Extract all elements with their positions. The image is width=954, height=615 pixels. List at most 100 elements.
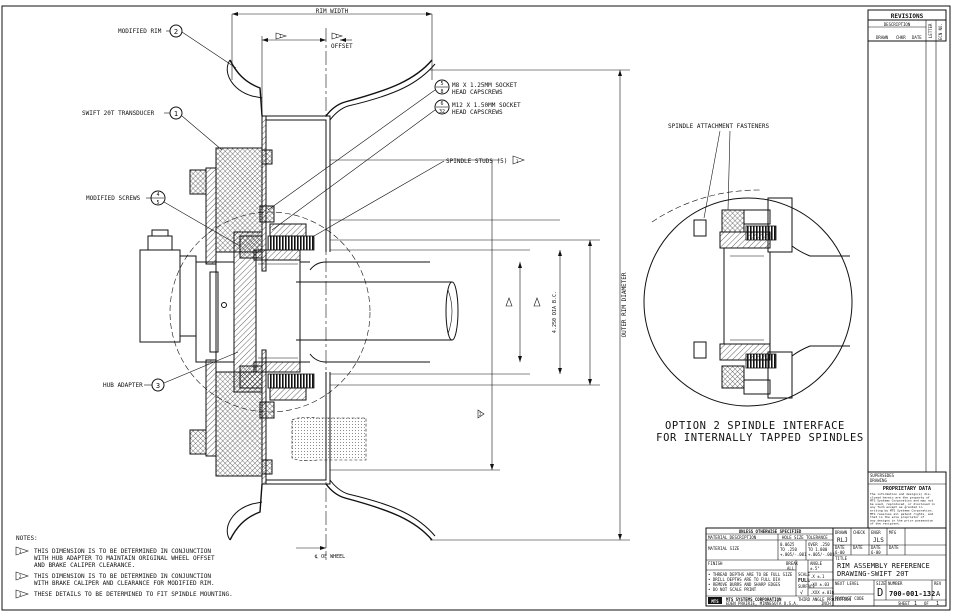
svg-text:SHEET: SHEET: [898, 601, 911, 606]
svg-text:LETTER: LETTER: [928, 23, 933, 38]
svg-text:SCALE: SCALE: [798, 572, 811, 577]
svg-text:ANGLE: ANGLE: [810, 561, 823, 566]
revisions-block: REVISIONS DESCRIPTION DRAWN CHKR DATE LE…: [867, 9, 947, 472]
svg-text:√: √: [800, 590, 803, 596]
proprietary-line: closed herein are the property of: [870, 495, 930, 499]
detail-view: SPINDLE ATTACHMENT FASTENERS: [643, 123, 853, 407]
svg-text:JLS: JLS: [873, 537, 884, 544]
svg-text:3: 3: [156, 382, 160, 390]
callout-spindle-studs: SPINDLE STUDS (5) 3: [313, 155, 525, 237]
svg-text:2: 2: [174, 28, 178, 36]
svg-text:PROPRIETARY DATA: PROPRIETARY DATA: [883, 486, 931, 492]
svg-text:5: 5: [156, 200, 159, 206]
svg-text:MODIFIED RIM: MODIFIED RIM: [118, 28, 162, 35]
svg-text:DRAWING: DRAWING: [870, 478, 887, 483]
svg-text:DRAWN: DRAWN: [876, 35, 889, 40]
svg-text:M12 X 1.50MM SOCKET: M12 X 1.50MM SOCKET: [452, 102, 521, 109]
svg-text:6-00: 6-00: [871, 550, 881, 555]
svg-text:±.5°: ±.5°: [810, 566, 820, 571]
notes-heading: NOTES:: [16, 535, 38, 542]
svg-text:CHKR: CHKR: [896, 35, 906, 40]
svg-text:ENGR: ENGR: [871, 530, 881, 535]
svg-text:FINISH: FINISH: [708, 561, 723, 566]
svg-text:32: 32: [439, 109, 445, 115]
centerline-label: ℄ OF WHEEL: [314, 554, 345, 560]
svg-text:DRAWN: DRAWN: [835, 530, 848, 535]
svg-text:EDEN PRAIRIE, MINNESOTA U.S.A.: EDEN PRAIRIE, MINNESOTA U.S.A.: [726, 601, 798, 606]
svg-text:3: 3: [19, 592, 22, 597]
svg-text:6-00: 6-00: [835, 550, 845, 555]
svg-text:THIS DIMENSION IS TO BE DETERM: THIS DIMENSION IS TO BE DETERMINED IN CO…: [34, 573, 211, 580]
title-block: UNLESS OTHERWISE SPECIFIED MATERIAL DESC…: [705, 527, 947, 607]
svg-text:4: 4: [156, 192, 159, 198]
svg-text:SPINDLE STUDS (5): SPINDLE STUDS (5): [446, 158, 507, 165]
svg-text:SURFACE: SURFACE: [798, 584, 815, 589]
note-1: 1 THIS DIMENSION IS TO BE DETERMINED IN …: [15, 546, 215, 569]
callout-hub-adapter: HUB ADAPTER 3: [103, 351, 239, 392]
callout-modified-rim: MODIFIED RIM 2: [118, 24, 237, 69]
detail-circle: [169, 211, 371, 413]
callout-modified-screws: MODIFIED SCREWS 4 5: [86, 190, 241, 247]
svg-text:1: 1: [279, 34, 282, 39]
svg-text:DATE: DATE: [871, 545, 881, 550]
proprietary-line: that is the sole proprietor of: [870, 515, 924, 519]
svg-text:HEAD CAPSCREWS: HEAD CAPSCREWS: [452, 89, 503, 96]
proprietary-line: The information and design(s) dis-: [870, 492, 932, 496]
note-2: 2 THIS DIMENSION IS TO BE DETERMINED IN …: [15, 571, 215, 587]
option-title-line1: OPTION 2 SPINDLE INTERFACE: [665, 420, 845, 432]
svg-text:5: 5: [440, 81, 443, 87]
svg-text:.XX ±.03: .XX ±.03: [810, 582, 830, 587]
svg-text:• THREAD DEPTHS ARE TO BE FULL: • THREAD DEPTHS ARE TO BE FULL SIZE: [708, 572, 793, 577]
hub-adapter: [233, 149, 315, 475]
svg-text:2: 2: [479, 412, 482, 417]
top-dimensions: RIM WIDTH OFFSET 1 1: [231, 8, 433, 560]
svg-text:AND BRAKE CALIPER CLEARANCE.: AND BRAKE CALIPER CLEARANCE.: [34, 562, 135, 569]
svg-text:1: 1: [914, 601, 917, 607]
svg-text:M8 X 1.25MM SOCKET: M8 X 1.25MM SOCKET: [452, 82, 517, 89]
svg-text:UNLESS OTHERWISE SPECIFIED: UNLESS OTHERWISE SPECIFIED: [739, 529, 802, 534]
svg-text:CHECK: CHECK: [853, 530, 866, 535]
svg-text:OVER .250: OVER .250: [808, 542, 830, 547]
svg-text:SPINDLE ATTACHMENT FASTENERS: SPINDLE ATTACHMENT FASTENERS: [668, 123, 770, 130]
svg-text:TOLERANCE: TOLERANCE: [806, 535, 828, 540]
svg-text:1: 1: [335, 34, 338, 39]
svg-text:BREAK: BREAK: [786, 561, 799, 566]
svg-text:THIS DIMENSION IS TO BE DETERM: THIS DIMENSION IS TO BE DETERMINED IN CO…: [34, 548, 211, 555]
svg-text:WITH BRAKE CALIPER AND CLEARAN: WITH BRAKE CALIPER AND CLEARANCE FOR MOD…: [34, 580, 215, 587]
svg-text:REVISIONS: REVISIONS: [891, 13, 924, 20]
svg-text:THIRD ANGLE PROJECTION: THIRD ANGLE PROJECTION: [798, 597, 852, 602]
svg-text:THESE DETAILS TO BE DETERMINED: THESE DETAILS TO BE DETERMINED TO FIT SP…: [34, 591, 233, 598]
svg-text:DATE: DATE: [889, 545, 899, 550]
proprietary-line: of the recipient.: [870, 522, 901, 526]
svg-text:1: 1: [174, 110, 178, 118]
svg-text:DATE: DATE: [912, 35, 922, 40]
proprietary-line: MTS Systems Corporation and may not: [870, 499, 933, 503]
callout-capscrews: 5 8 M8 X 1.25MM SOCKET HEAD CAPSCREWS 6 …: [267, 79, 521, 231]
svg-text:2: 2: [19, 574, 22, 579]
svg-text:RLJ: RLJ: [837, 537, 848, 544]
option-title-line2: FOR INTERNALLY TAPPED SPINDLES: [656, 432, 864, 444]
svg-text:HEAD CAPSCREWS: HEAD CAPSCREWS: [452, 109, 503, 116]
svg-text:8: 8: [440, 89, 443, 95]
svg-text:TO 1.000: TO 1.000: [808, 547, 828, 552]
extension-lines: OUTER RIM DIAMETER 4.250 DIA B.C. 2: [330, 69, 630, 541]
svg-text:A: A: [936, 590, 941, 598]
proprietary-line: any form except as granted in: [870, 505, 923, 509]
svg-text:.X ±.1: .X ±.1: [810, 574, 825, 579]
svg-text:PRODUCT CODE: PRODUCT CODE: [835, 596, 864, 601]
svg-text:0.0625: 0.0625: [780, 542, 795, 547]
proprietary-line: any designs in the prior possession: [870, 518, 933, 522]
bolt-circle-label: 4.250 DIA B.C.: [552, 291, 558, 333]
detail-view-circle: [643, 197, 853, 407]
svg-text:TO .250: TO .250: [780, 547, 797, 552]
svg-text:• DO NOT SCALE PRINT: • DO NOT SCALE PRINT: [708, 587, 757, 592]
transducer: [139, 147, 263, 477]
svg-text:SWIFT 20T TRANSDUCER: SWIFT 20T TRANSDUCER: [82, 110, 155, 117]
svg-text:MTS SYSTEMS CORPORATION: MTS SYSTEMS CORPORATION: [726, 597, 782, 602]
svg-text:MODIFIED SCREWS: MODIFIED SCREWS: [86, 195, 141, 202]
mts-logo: MTS: [711, 599, 719, 604]
svg-text:FULL: FULL: [798, 578, 810, 584]
svg-text:SIZE: SIZE: [876, 581, 886, 586]
svg-text:DATE: DATE: [835, 545, 845, 550]
flag-1-offset: [331, 32, 344, 40]
